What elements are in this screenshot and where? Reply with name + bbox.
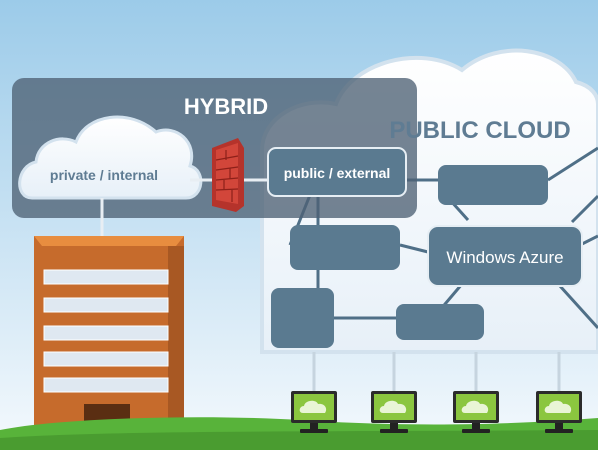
network-node: [290, 225, 400, 270]
monitor-group: [291, 391, 582, 433]
cloud-monitor-icon: [371, 391, 417, 433]
public-cloud-label: PUBLIC CLOUD: [389, 117, 570, 144]
hybrid-links: [100, 178, 270, 238]
private-cloud-shape: [18, 115, 203, 200]
windows-azure-node: [427, 225, 583, 287]
public-external-node: [267, 147, 407, 197]
cloud-monitor-icon: [536, 391, 582, 433]
windows-azure-label: Windows Azure: [446, 248, 563, 267]
brick-firewall-icon: [212, 138, 244, 212]
office-building-icon: [34, 236, 184, 438]
cloud-monitor-icon: [291, 391, 337, 433]
network-node: [396, 304, 484, 340]
network-nodes: [271, 165, 548, 348]
hybrid-label: HYBRID: [184, 94, 268, 119]
monitor-links: [312, 352, 561, 392]
cloud-monitor-icon: [453, 391, 499, 433]
network-node: [438, 165, 548, 205]
private-internal-label: private / internal: [50, 167, 158, 183]
network-node: [271, 288, 334, 348]
public-external-label: public / external: [284, 165, 391, 181]
